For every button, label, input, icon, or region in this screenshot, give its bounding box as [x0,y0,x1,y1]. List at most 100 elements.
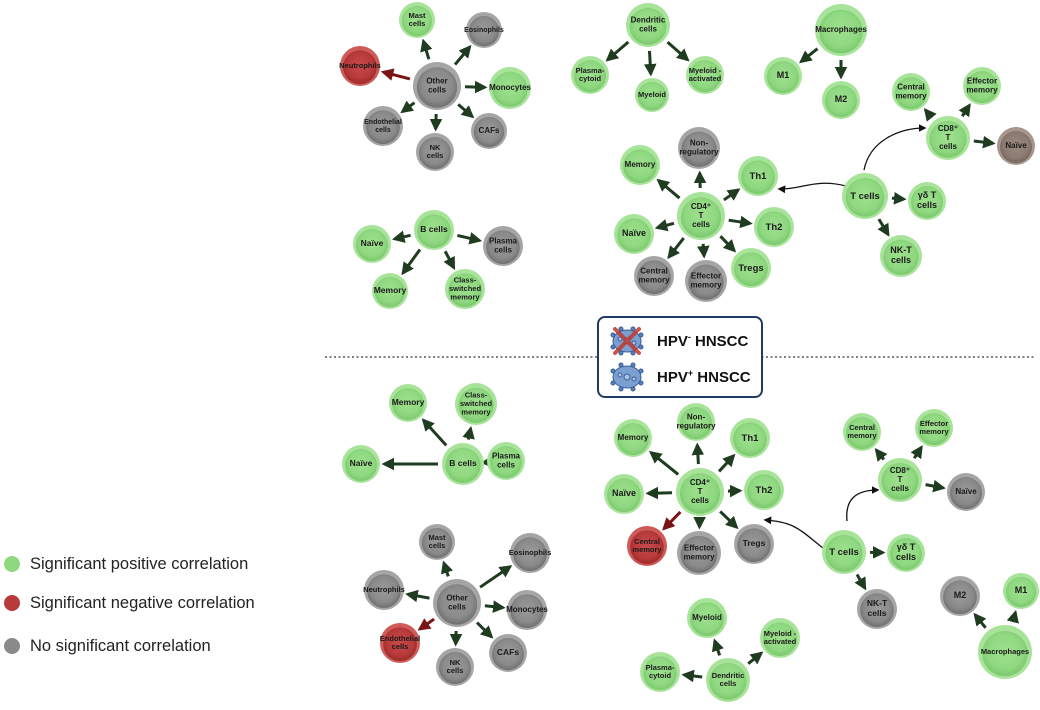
connector-arrow [763,516,824,549]
cell-core [825,85,857,118]
top-cd8-na-ve: Naïve [997,127,1035,165]
arrow [656,178,681,200]
cell-core [918,413,950,446]
cell-label: Memory [625,160,656,169]
cell-core [492,71,528,107]
arrow [747,651,764,665]
arrow [728,215,753,229]
none-dot-icon [4,638,20,654]
top-macrophages-m1: M1 [764,57,802,95]
top-cd4-non-regulatory: Non-regulatory [678,127,720,169]
bottom-cd4-na-ve: Naïve [604,474,644,514]
cell-core [574,60,606,93]
cell-label: Myeloid [638,90,666,99]
arrow [923,107,937,122]
arrow [877,218,890,237]
top-cd4-tregs: Tregs [731,248,771,288]
cell-core [617,218,651,252]
cell-core [643,656,677,690]
cell-label: Eosinophils [509,548,552,557]
arrow [799,47,819,64]
top-dendritic-plasma-cytoid: Plasma-cytoid [571,56,609,94]
cell-core [747,474,781,509]
cell-core [733,422,767,457]
bottom-macrophages-m2: M2 [940,576,980,616]
cell-core [881,462,919,500]
top-dendritic-myeloid: Myeloid [635,78,669,112]
arrow [420,38,433,60]
cell-label: M2 [835,94,848,104]
cell-core [623,149,657,183]
cell-core [401,5,433,37]
arrow [479,565,513,589]
edges-layer [380,38,1019,683]
cell-core [890,538,922,571]
cell-core [680,535,718,573]
negative-arrow [662,510,682,531]
cell-core [895,77,927,110]
connector-arrow [846,486,880,522]
cell-core [709,662,747,700]
cell-core [343,50,377,84]
arrow [645,486,673,500]
cell-core [417,214,451,248]
top-cd4-memory: Memory [620,145,660,185]
cell-core [883,239,919,275]
positive-dot-icon [4,556,20,572]
bottom-cd4-th1: Th1 [730,418,770,458]
crossed-virus-icon [610,326,644,356]
arrow [405,589,430,603]
cell-label: Th2 [756,485,773,496]
cell-core [630,530,664,564]
cell-label: Plasma-cytoid [646,663,675,680]
cell-core [825,534,863,572]
bottom-other-eosinophils: Eosinophils [509,533,552,573]
cell-core [510,594,544,628]
cell-core [416,67,458,108]
bottom-other-neutrophils: Neutrophils [363,570,405,610]
cell-label: Non-regulatory [679,139,719,157]
bottom-other-cafs: CAFs [489,634,527,672]
cell-label: Tregs [743,538,766,548]
cell-core [366,110,400,144]
cell-label: Myeloid -activated [689,66,722,83]
connector-arrow [863,124,927,171]
arrow [443,250,456,270]
cell-core [448,273,482,308]
cell-core [950,477,982,510]
hpv-positive-row: HPV+ HNSCC [609,360,751,394]
bottom-macrophages-m1: M1 [1003,573,1039,609]
cell-core [356,229,388,262]
bottom-bcells-hub-b-cells: B cells [442,443,484,485]
connector-arrow [777,182,847,194]
cell-label: Monocytes [506,605,548,614]
cell-core [966,71,998,104]
bottom-dendritic-plasma-cytoid: Plasma-cytoid [640,652,680,692]
bottom-macrophages-hub-macrophages: Macrophages [978,625,1032,679]
cell-label: Memory [618,433,649,442]
arrow [973,612,987,629]
